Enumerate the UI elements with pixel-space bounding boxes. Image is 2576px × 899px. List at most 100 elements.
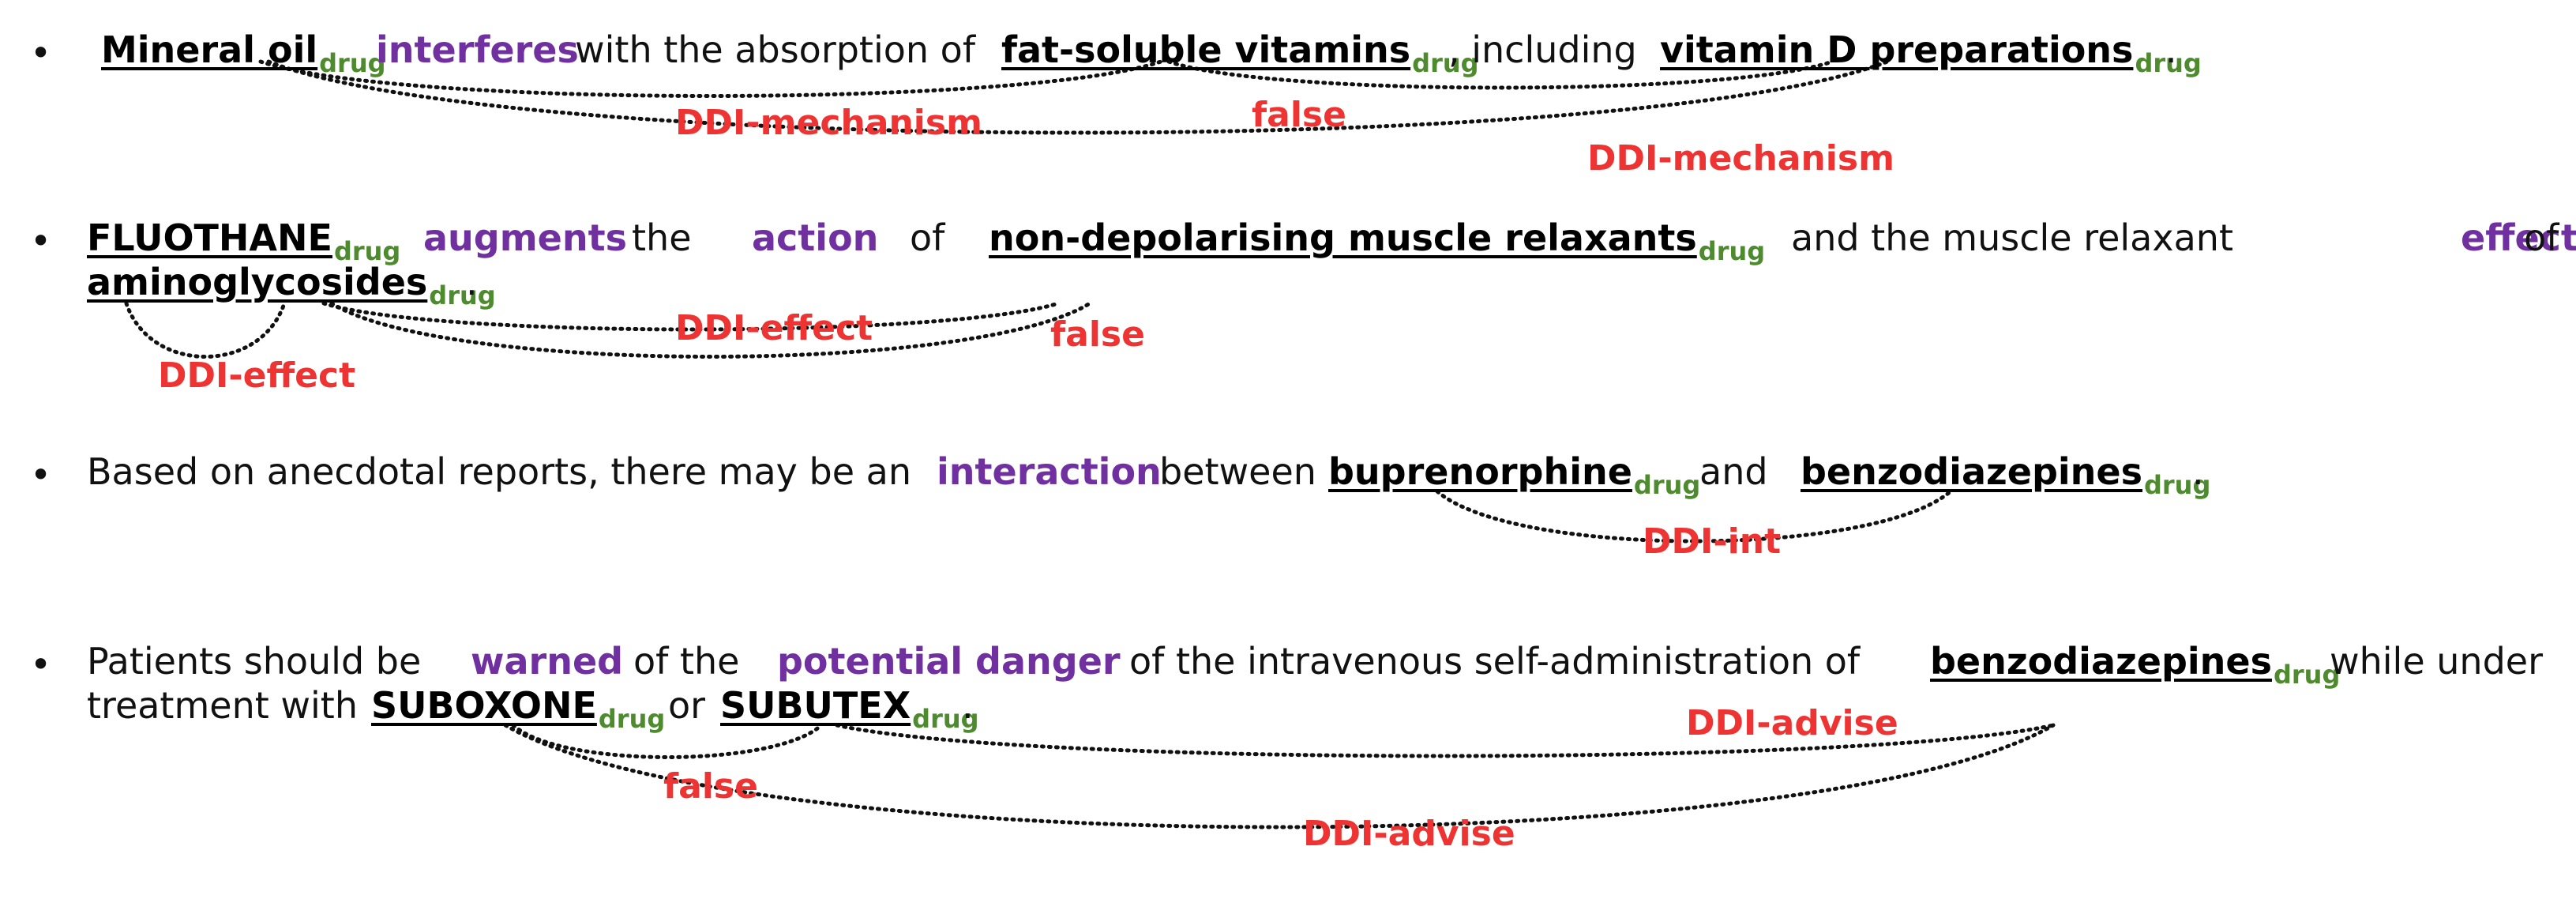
drug-name: fat-soluble vitamins	[1001, 28, 1411, 71]
drug-mention: vitamin D preparationsdrug	[1660, 28, 2202, 78]
relation-arc	[1435, 489, 1953, 544]
drug-tag: drug	[319, 48, 386, 78]
trigger-text: interaction	[937, 450, 1162, 493]
drug-tag: drug	[1412, 48, 1479, 78]
sentence-text: and the muscle relaxant	[1791, 216, 2233, 259]
sentence-text: , including	[1448, 28, 1637, 71]
trigger-word: interferes	[376, 28, 579, 71]
bullet-point: •	[30, 643, 52, 686]
sentence-text: .	[962, 684, 974, 727]
plain-text: .	[962, 684, 974, 727]
drug-name: Mineral oil	[101, 28, 318, 71]
drug-tag: drug	[2135, 48, 2202, 78]
plain-text: , including	[1448, 28, 1637, 71]
relation-arc	[503, 723, 2056, 829]
plain-text: between	[1159, 450, 1316, 493]
relation-label: DDI-effect	[675, 308, 873, 348]
trigger-word: action	[752, 216, 878, 259]
bullet-point: •	[30, 32, 52, 74]
sentence-text: .	[2165, 28, 2177, 71]
plain-text: .	[2192, 450, 2204, 493]
sentence-text: while under	[2330, 640, 2543, 683]
trigger-word: potential danger	[777, 640, 1121, 683]
relation-label: DDI-mechanism	[675, 103, 982, 143]
sentence-text: the	[632, 216, 692, 259]
drug-tag: drug	[429, 280, 496, 310]
trigger-word: augments	[423, 216, 627, 259]
drug-mention: aminoglycosidesdrug	[87, 261, 496, 310]
relation-arc	[321, 301, 1061, 332]
sentence-text: with the absorption of	[575, 28, 975, 71]
trigger-word: effects	[2461, 216, 2576, 259]
drug-tag: drug	[912, 704, 979, 734]
plain-text: Patients should be	[87, 640, 422, 683]
sentence-text: .	[2192, 450, 2204, 493]
plain-text: .	[466, 261, 478, 303]
drug-tag: drug	[2273, 660, 2341, 690]
drug-name: FLUOTHANE	[87, 216, 332, 259]
drug-tag: drug	[598, 704, 666, 734]
plain-text: and the muscle relaxant	[1791, 216, 2233, 259]
relation-label: DDI-advise	[1686, 703, 1898, 743]
trigger-text: action	[752, 216, 879, 259]
drug-name: SUBUTEX	[720, 684, 911, 727]
drug-mention: SUBOXONEdrug	[371, 684, 665, 734]
sentence-text: Based on anecdotal reports, there may be…	[87, 450, 911, 493]
drug-tag: drug	[333, 236, 401, 266]
relation-label: DDI-advise	[1303, 814, 1515, 854]
drug-mention: benzodiazepinesdrug	[1930, 640, 2340, 690]
relation-label: DDI-int	[1643, 521, 1782, 562]
trigger-text: effects	[2461, 216, 2576, 259]
relation-label: false	[663, 766, 758, 807]
plain-text: while under	[2330, 640, 2543, 683]
drug-mention: buprenorphinedrug	[1328, 450, 1700, 500]
drug-mention: fat-soluble vitaminsdrug	[1001, 28, 1479, 78]
trigger-word: warned	[471, 640, 623, 683]
sentence-text: of the intravenous self-administration o…	[1129, 640, 1860, 683]
plain-text: of	[2524, 216, 2559, 259]
bullet-point: •	[30, 453, 52, 496]
drug-name: non-depolarising muscle relaxants	[989, 216, 1697, 259]
relation-label: false	[1252, 95, 1346, 135]
drug-tag: drug	[2143, 470, 2211, 500]
relation-arc	[258, 59, 1163, 98]
sentence-text: of	[2524, 216, 2559, 259]
drug-mention: Mineral oildrug	[101, 28, 386, 78]
sentence-text: of	[910, 216, 944, 259]
drug-mention: benzodiazepinesdrug	[1801, 450, 2210, 500]
plain-text: the	[632, 216, 692, 259]
relation-label: DDI-effect	[158, 355, 356, 396]
sentence-text: and	[1699, 450, 1768, 493]
relation-arc	[1166, 59, 1834, 90]
plain-text: treatment with	[87, 684, 358, 727]
relation-arc	[835, 723, 2056, 758]
trigger-text: interferes	[376, 28, 579, 71]
drug-tag: drug	[1633, 470, 1701, 500]
drug-name: benzodiazepines	[1930, 640, 2272, 683]
relation-arc	[511, 723, 824, 759]
drug-name: benzodiazepines	[1801, 450, 2142, 493]
trigger-text: warned	[471, 640, 624, 683]
plain-text: of the	[633, 640, 740, 683]
plain-text: .	[2165, 28, 2177, 71]
plain-text: Based on anecdotal reports, there may be…	[87, 450, 911, 493]
relation-label: DDI-mechanism	[1587, 138, 1894, 179]
sentence-text: Patients should be	[87, 640, 421, 683]
relation-arc	[266, 59, 1890, 135]
plain-text: or	[668, 684, 706, 727]
plain-text: of the intravenous self-administration o…	[1129, 640, 1861, 683]
plain-text: of	[910, 216, 945, 259]
bullet-point: •	[30, 220, 52, 262]
drug-name: vitamin D preparations	[1660, 28, 2134, 71]
drug-tag: drug	[1698, 236, 1766, 266]
plain-text: and	[1699, 450, 1768, 493]
drug-name: aminoglycosides	[87, 261, 428, 303]
trigger-word: interaction	[937, 450, 1162, 493]
drug-mention: SUBUTEXdrug	[720, 684, 979, 734]
sentence-text: .	[466, 261, 478, 303]
trigger-text: augments	[423, 216, 627, 259]
relation-arc	[329, 301, 1092, 359]
drug-name: buprenorphine	[1328, 450, 1632, 493]
sentence-text: of the	[633, 640, 739, 683]
